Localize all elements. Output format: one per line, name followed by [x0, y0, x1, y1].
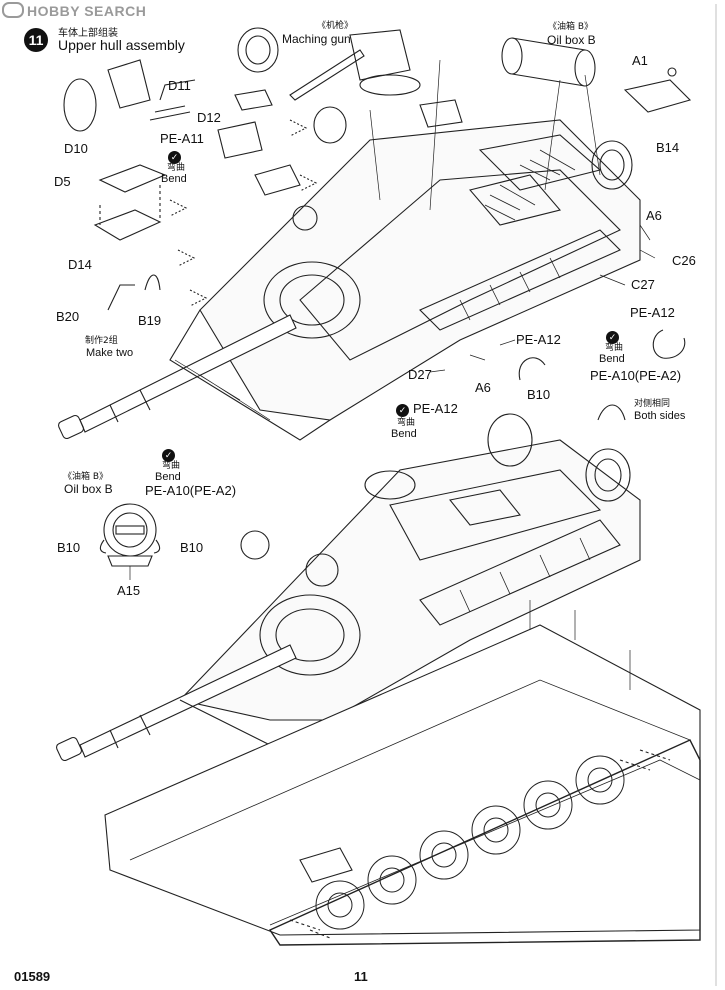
detail-b10-right-label: B10 [180, 540, 204, 555]
part-b10-right-label: B10 [527, 387, 551, 402]
bend-label-cn-2: 弯曲 [605, 343, 624, 353]
both-sides-label-cn: 对侧相同 [634, 399, 671, 409]
part-a6-mid-label: A6 [475, 380, 491, 395]
part-d5-label: D5 [54, 174, 71, 189]
pe-a11-label: PE-A11 [160, 131, 204, 146]
part-a6-right-label: A6 [646, 208, 662, 223]
detail-pe-a10-label: PE-A10(PE-A2) [145, 483, 237, 498]
part-d11-label: D11 [168, 78, 191, 93]
step-title-en: Upper hull assembly [58, 37, 185, 53]
make-two-label-cn: 制作2组 [85, 336, 118, 346]
part-b20-label: B20 [56, 309, 80, 324]
detail-oil-box-label-cn: 《油箱 B》 [63, 472, 109, 482]
bend-label-cn-1: 弯曲 [167, 163, 186, 173]
hobby-search-logo-icon [2, 2, 24, 18]
detail-b10-left-label: B10 [57, 540, 81, 555]
part-d10-label: D10 [64, 141, 88, 156]
bend-label-1: Bend [161, 173, 187, 185]
bend-check-icon: ✓ [168, 149, 181, 167]
both-sides-label: Both sides [634, 410, 686, 422]
pe-a10-right-label: PE-A10(PE-A2) [590, 368, 682, 383]
page-number: 11 [354, 969, 368, 984]
part-d27-label: D27 [408, 367, 432, 382]
machine-gun-label-cn: 《机枪》 [317, 21, 354, 31]
oil-box-b-label-cn: 《油箱 B》 [548, 22, 594, 32]
detail-bend-label: Bend [155, 471, 181, 483]
bend-label-2: Bend [599, 353, 625, 365]
pe-a12-low-label: PE-A12 [413, 401, 458, 416]
bend-label-3: Bend [391, 428, 417, 440]
detail-a15-label: A15 [117, 583, 141, 598]
detail-bend-label-cn: 弯曲 [162, 461, 181, 471]
oil-box-b-label: Oil box B [547, 33, 596, 47]
kit-number: 01589 [14, 969, 51, 984]
bend-label-cn-3: 弯曲 [397, 418, 416, 428]
detail-oil-box-label: Oil box B [64, 482, 113, 496]
make-two-label: Make two [86, 347, 134, 359]
detail-bend-check-icon: ✓ [162, 447, 175, 465]
bend-check-icon-3: ✓ [396, 402, 409, 420]
part-a1-label: A1 [632, 53, 648, 68]
upper-hull-exploded [57, 27, 692, 441]
watermark-text: HOBBY SEARCH [27, 3, 147, 19]
step-title-cn: 车体上部组装 [58, 28, 118, 39]
assembled-hull-view [55, 413, 701, 946]
bend-check-icon-2: ✓ [606, 329, 619, 347]
part-d12-label: D12 [197, 110, 221, 125]
oil-box-detail [99, 503, 161, 580]
watermark: HOBBY SEARCH [2, 2, 146, 19]
part-d14-label: D14 [68, 257, 92, 272]
part-b14-label: B14 [656, 140, 680, 155]
part-c27-label: C27 [631, 277, 655, 292]
part-b19-label: B19 [138, 313, 162, 328]
step-number-badge: 11 [24, 28, 48, 52]
pe-a12-mid-label: PE-A12 [516, 332, 561, 347]
machine-gun-label: Maching gun [282, 32, 351, 46]
pe-a12-right-label: PE-A12 [630, 305, 675, 320]
part-c26-label: C26 [672, 253, 696, 268]
